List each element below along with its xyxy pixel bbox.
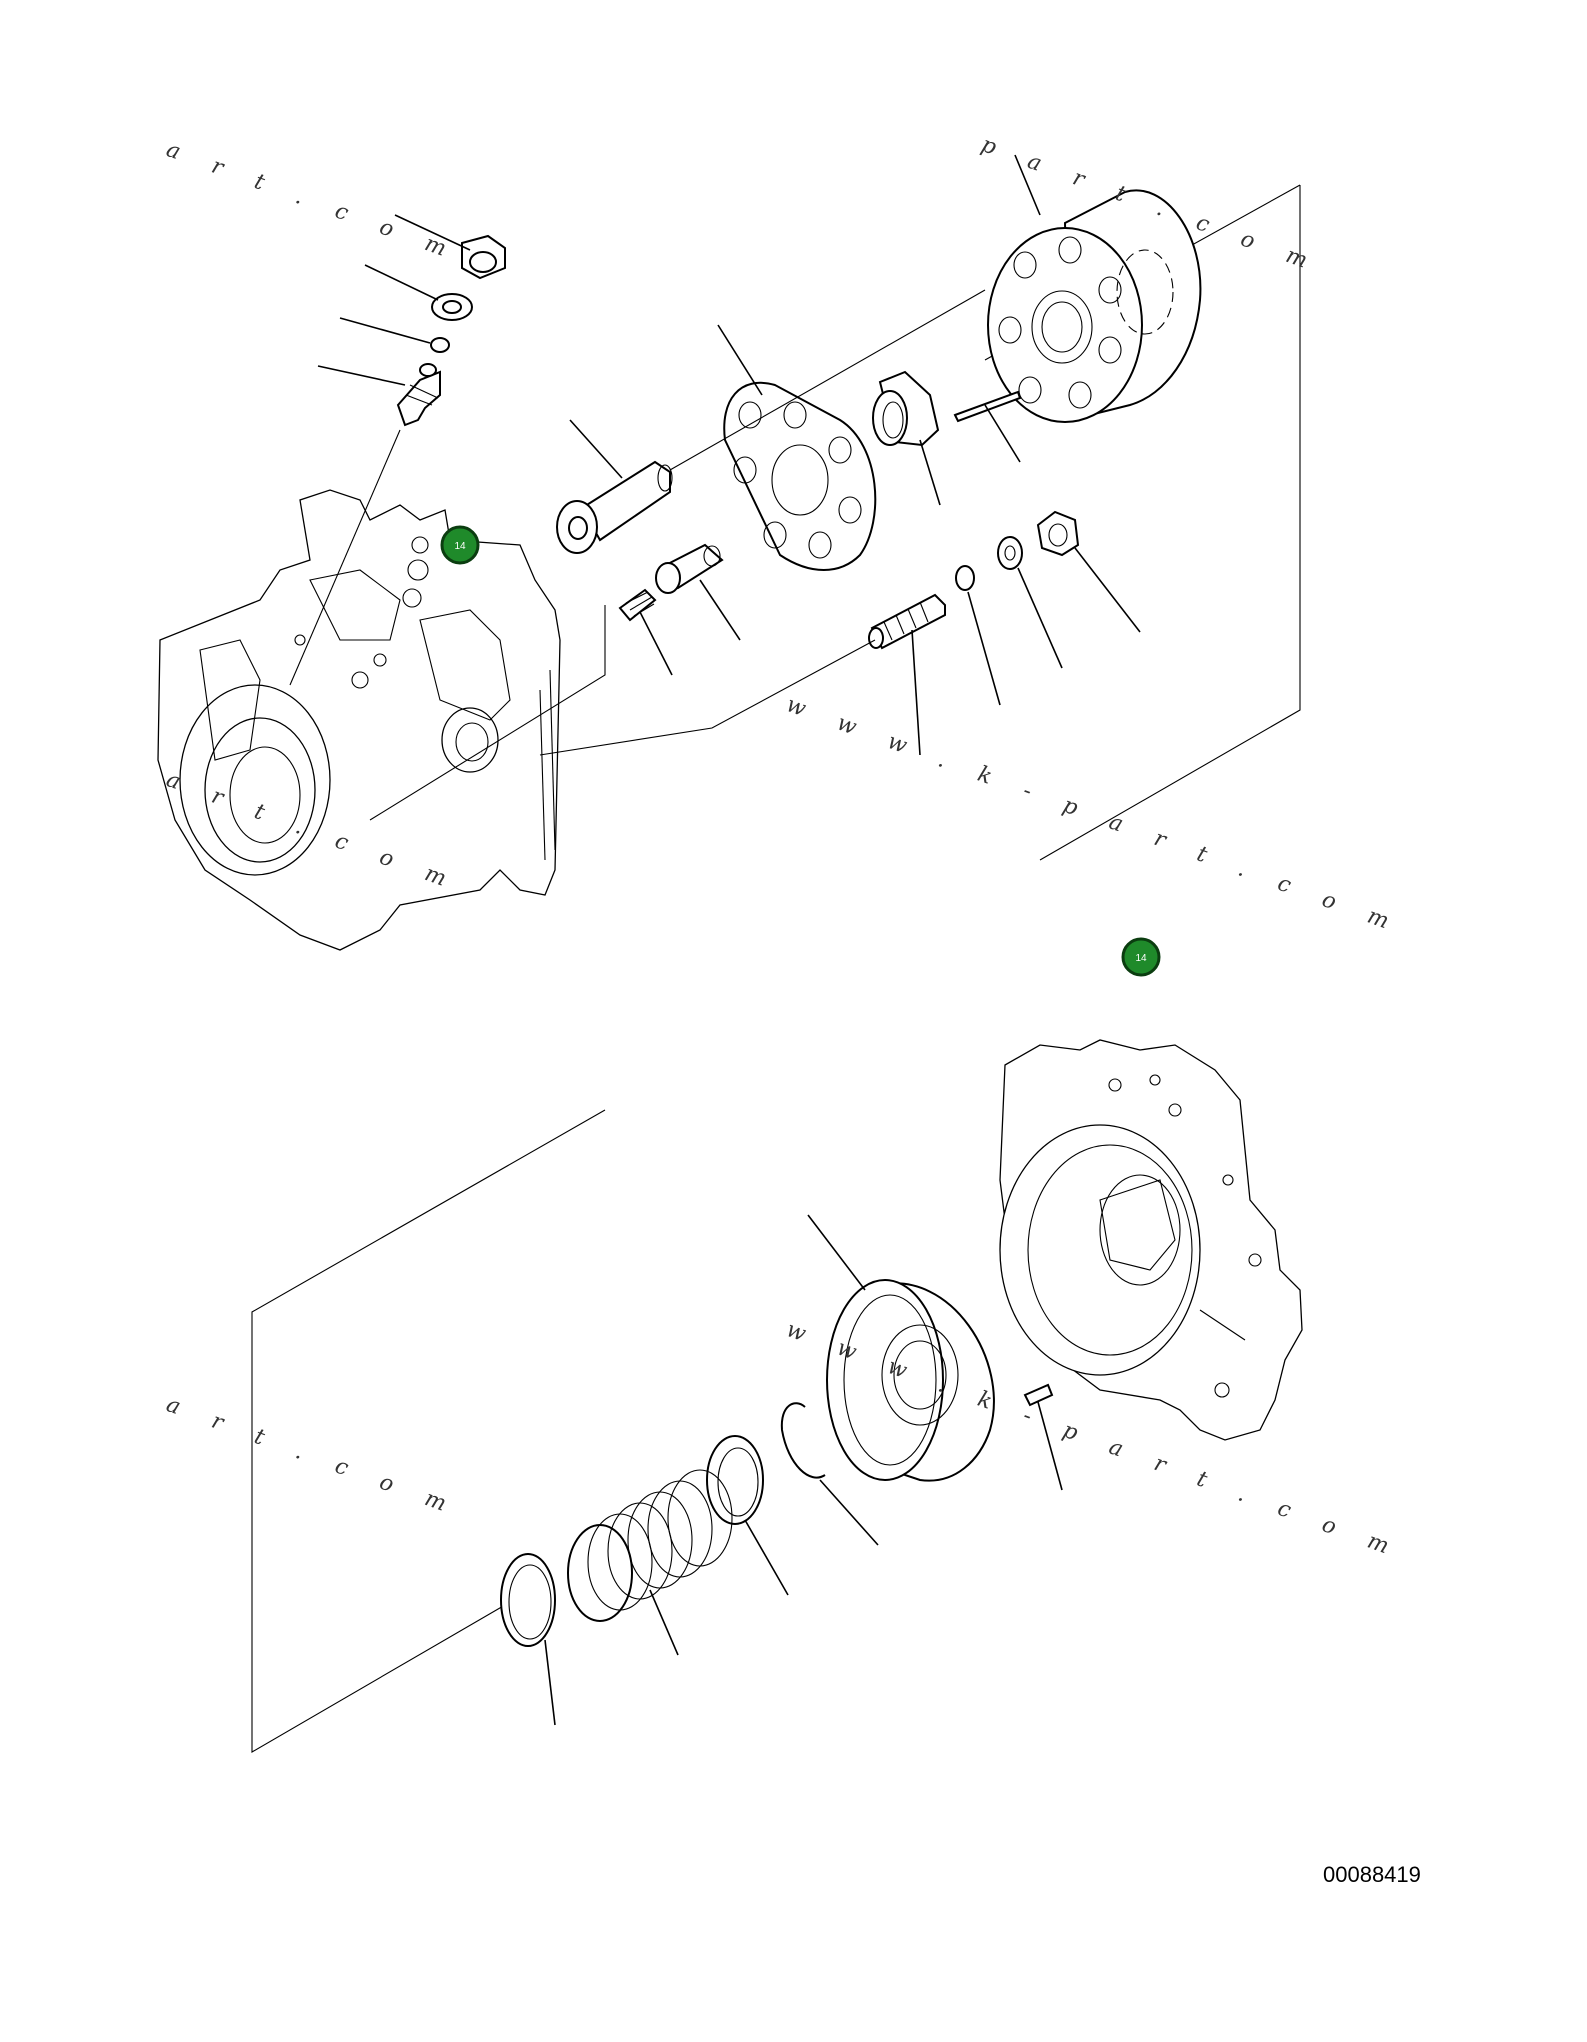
watermark-text: a r t . c o m	[163, 1392, 463, 1521]
callout-badge-1[interactable]: 14	[440, 525, 480, 565]
callout-badge-2[interactable]: 14	[1121, 937, 1161, 977]
callout-label: 14	[454, 541, 466, 552]
seat-washer	[706, 1435, 789, 1596]
document-code: 00088419	[1323, 1862, 1421, 1887]
callout-label: 14	[1135, 953, 1147, 964]
stud	[868, 593, 946, 756]
upper-small-parts	[289, 214, 506, 686]
nut-right	[1036, 510, 1141, 633]
lower-pump-housing	[999, 1039, 1303, 1441]
spherical-bushing	[872, 370, 941, 506]
spring-upper	[618, 588, 673, 676]
reference-lines	[369, 605, 876, 821]
valve-plate	[807, 1214, 995, 1482]
o-ring-right	[955, 565, 1001, 706]
washer-right	[997, 536, 1063, 669]
pin	[953, 390, 1022, 463]
spool	[655, 543, 741, 641]
piston	[556, 419, 673, 554]
snap-ring	[780, 1402, 879, 1546]
spring-lower	[567, 1469, 733, 1656]
cylinder-block	[987, 154, 1202, 423]
retainer-plate	[669, 289, 986, 571]
watermark-text: a r t . c o m	[163, 137, 463, 266]
thrust-washer	[500, 1553, 556, 1726]
lower-frame	[251, 1109, 606, 1753]
watermark-text: w w w . k - p a r t . c o m	[783, 692, 1405, 939]
upper-pump-housing	[157, 489, 561, 951]
dowel-pin	[1023, 1383, 1063, 1491]
